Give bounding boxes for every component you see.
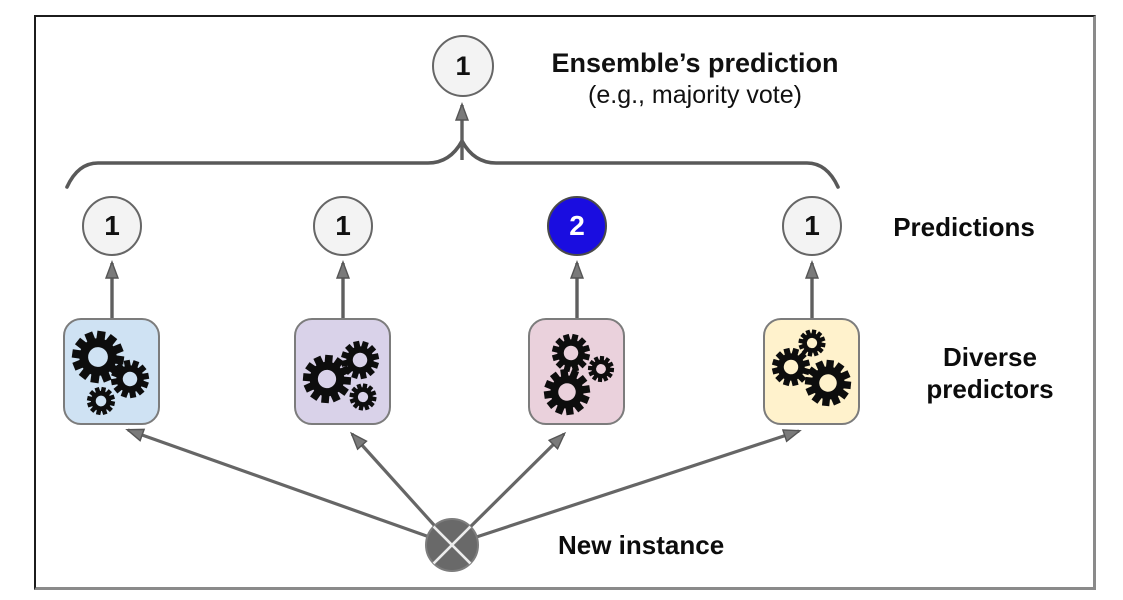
gears-icon xyxy=(767,327,854,409)
title-block: Ensemble’s prediction (e.g., majority vo… xyxy=(530,47,860,111)
prediction-value: 1 xyxy=(335,210,351,241)
diverse-predictors-label-line2: predictors xyxy=(926,374,1054,404)
prediction-node-4: 1 xyxy=(782,196,842,256)
page-subtitle: (e.g., majority vote) xyxy=(588,81,802,109)
diverse-predictors-label: Diverse predictors xyxy=(910,341,1070,405)
new-instance-label: New instance xyxy=(558,530,725,560)
predictor-box-4 xyxy=(763,318,860,425)
prediction-value: 1 xyxy=(104,210,120,241)
page-title: Ensemble’s prediction xyxy=(551,48,839,78)
predictor-box-1 xyxy=(63,318,160,425)
prediction-value: 2 xyxy=(569,210,585,241)
ensemble-prediction-value: 1 xyxy=(455,50,471,81)
gears-icon xyxy=(537,329,616,422)
ensemble-prediction-node: 1 xyxy=(432,35,494,97)
prediction-value: 1 xyxy=(804,210,820,241)
prediction-node-2: 1 xyxy=(313,196,373,256)
prediction-node-3-highlighted: 2 xyxy=(547,196,607,256)
predictions-label: Predictions xyxy=(893,212,1035,242)
diverse-predictors-label-line1: Diverse xyxy=(943,342,1037,372)
diagram-frame xyxy=(34,15,1096,590)
gears-icon xyxy=(68,327,155,418)
predictor-box-3 xyxy=(528,318,625,425)
gears-icon xyxy=(300,336,384,413)
prediction-node-1: 1 xyxy=(82,196,142,256)
predictor-box-2 xyxy=(294,318,391,425)
